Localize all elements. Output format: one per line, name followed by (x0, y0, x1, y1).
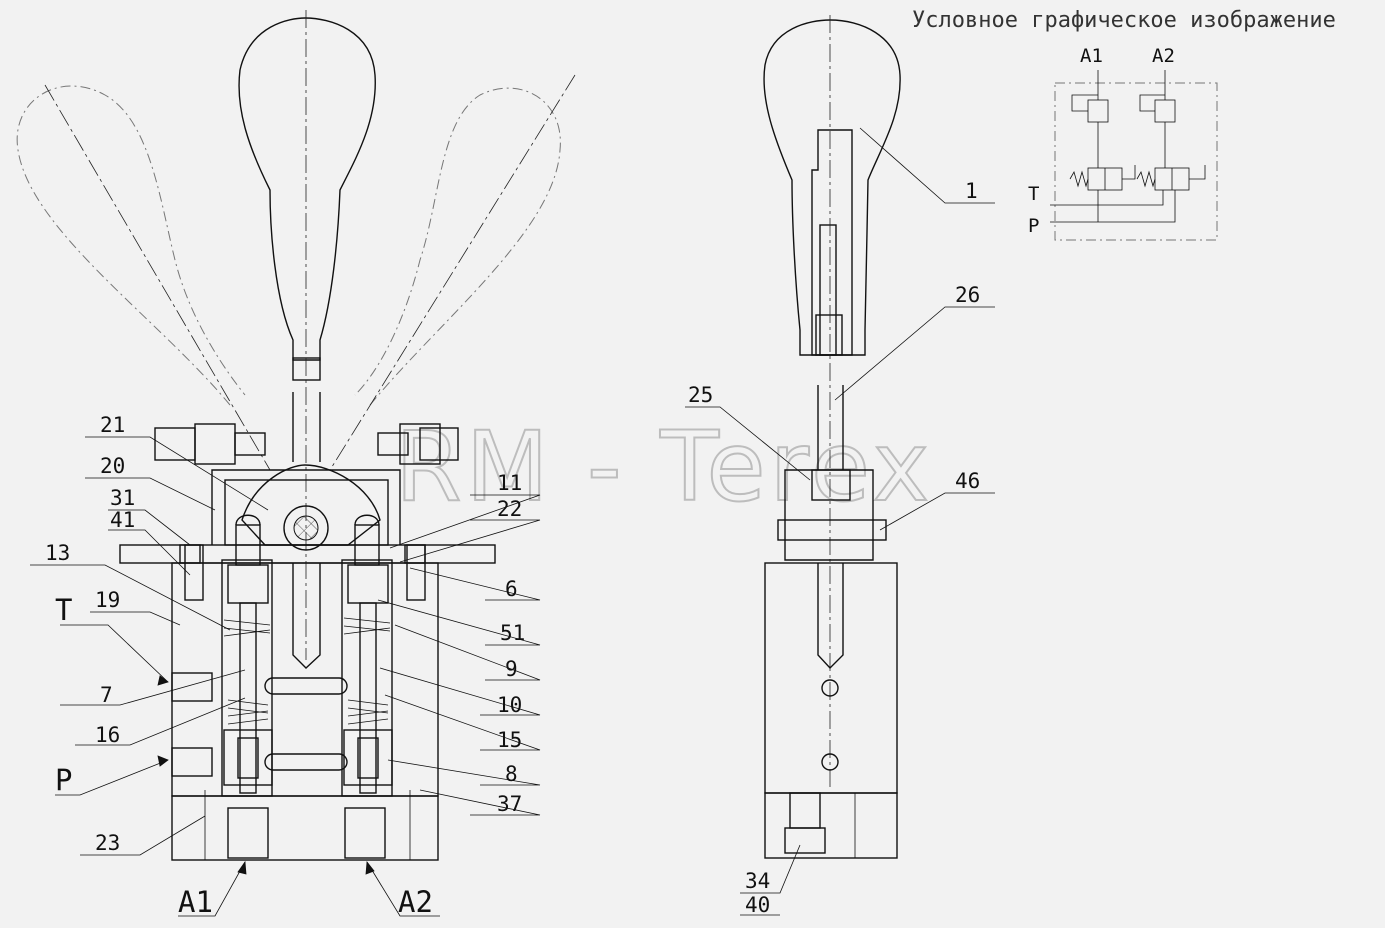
svg-text:16: 16 (95, 723, 120, 747)
svg-text:A1: A1 (178, 885, 213, 919)
side-view (763, 15, 901, 859)
front-leaders (30, 436, 541, 917)
svg-text:40: 40 (745, 893, 770, 917)
svg-text:6: 6 (505, 577, 518, 601)
svg-text:25: 25 (688, 383, 713, 407)
svg-text:23: 23 (95, 831, 120, 855)
svg-text:7: 7 (100, 683, 113, 707)
svg-text:9: 9 (505, 657, 518, 681)
svg-text:19: 19 (95, 588, 120, 612)
svg-text:A1: A1 (1080, 45, 1103, 67)
svg-text:P: P (1028, 215, 1039, 237)
svg-text:A2: A2 (398, 885, 433, 919)
svg-text:31: 31 (110, 486, 135, 510)
svg-text:10: 10 (497, 693, 522, 717)
svg-text:20: 20 (100, 454, 125, 478)
svg-text:46: 46 (955, 469, 980, 493)
svg-text:8: 8 (505, 762, 518, 786)
svg-text:P: P (55, 763, 72, 797)
svg-text:34: 34 (745, 869, 770, 893)
side-leaders (685, 127, 995, 916)
side-labels: 1 26 25 46 34 40 (688, 179, 980, 917)
watermark: RM - Terex (395, 411, 933, 523)
svg-text:T: T (55, 593, 72, 627)
svg-text:51: 51 (500, 621, 525, 645)
svg-text:1: 1 (965, 179, 978, 203)
svg-text:A2: A2 (1152, 45, 1175, 67)
front-labels: 21 20 31 41 13 19 7 16 11 22 6 51 9 10 1… (45, 413, 525, 919)
svg-text:21: 21 (100, 413, 125, 437)
front-view (16, 10, 576, 861)
schematic-title: Условное графическое изображение (912, 8, 1336, 33)
svg-text:22: 22 (497, 497, 522, 521)
svg-text:37: 37 (497, 792, 522, 816)
hydraulic-schematic: A1 A2 T P (1028, 45, 1218, 241)
svg-text:T: T (1028, 183, 1039, 205)
svg-text:41: 41 (110, 508, 135, 532)
svg-text:15: 15 (497, 728, 522, 752)
svg-text:26: 26 (955, 283, 980, 307)
svg-text:11: 11 (497, 471, 522, 495)
svg-text:13: 13 (45, 541, 70, 565)
